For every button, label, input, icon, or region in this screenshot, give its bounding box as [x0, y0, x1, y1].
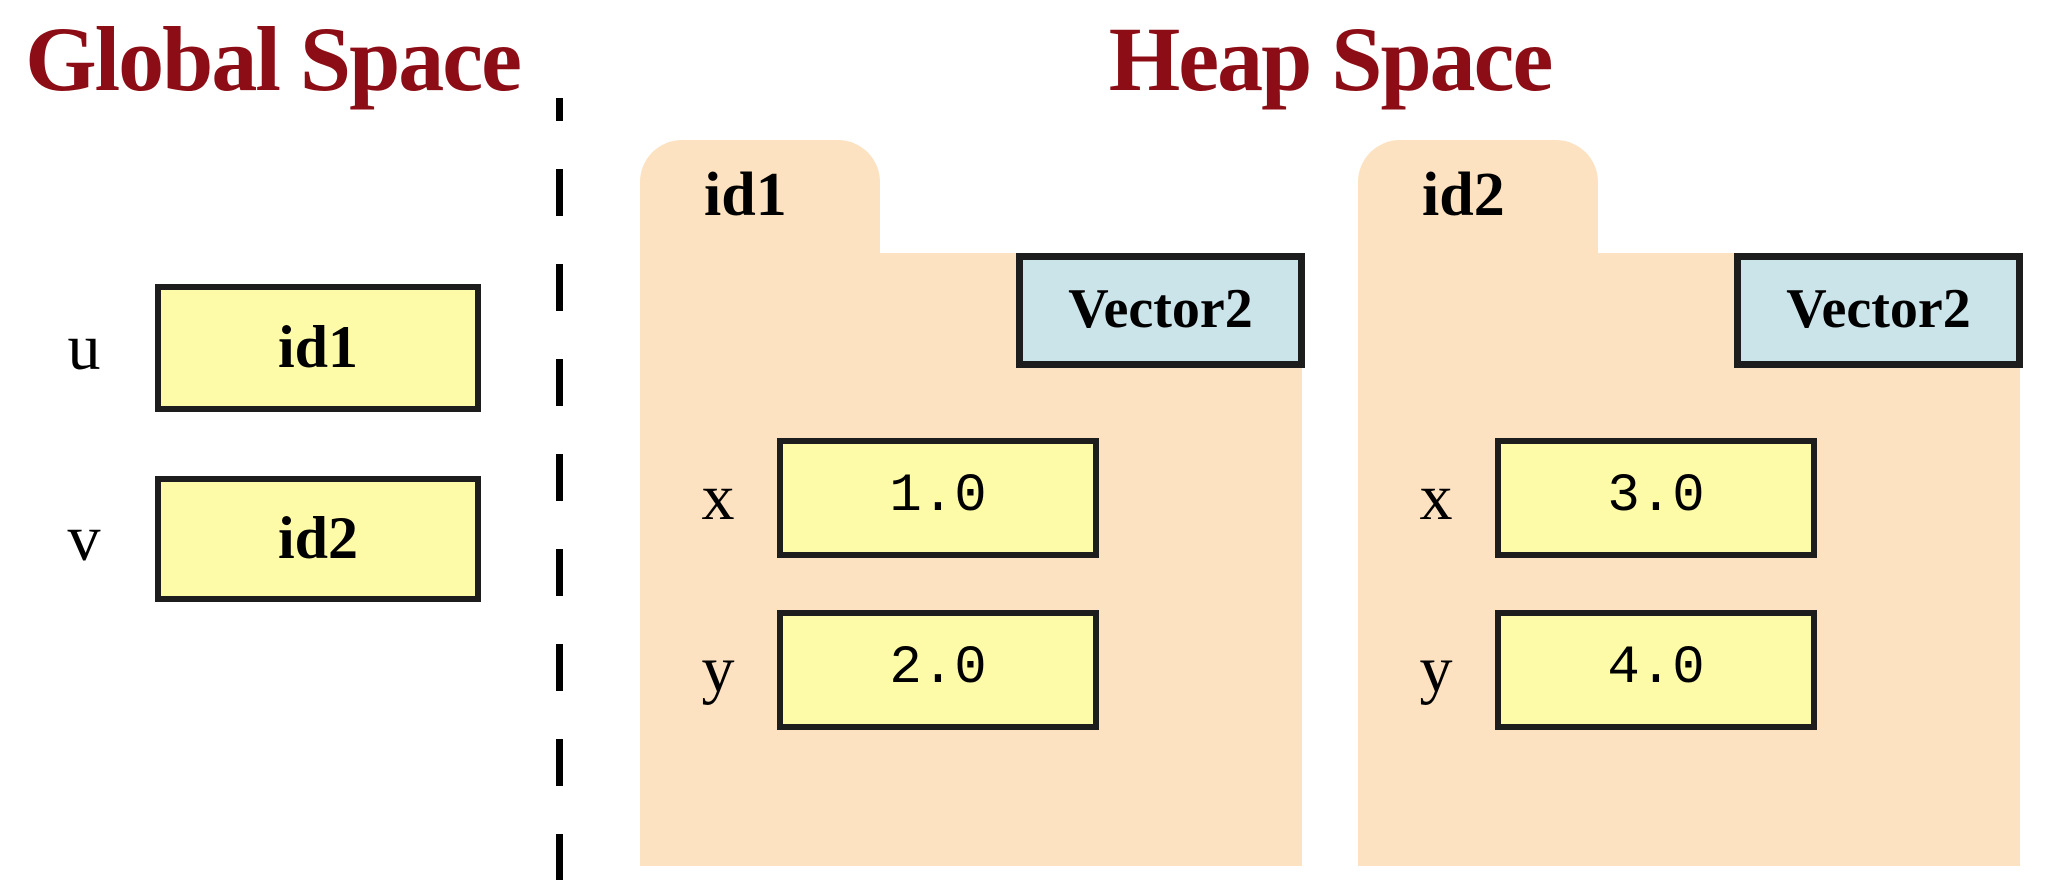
class-name-box: Vector2: [1734, 253, 2023, 368]
heap-object-folder: id2 Vector2 x 3.0 y 4.0: [1358, 140, 2023, 866]
field-value-box: 2.0: [777, 610, 1099, 730]
folder-tab: [1358, 140, 1598, 262]
field-name-label: y: [1419, 633, 1453, 706]
variable-name-label: v: [67, 502, 101, 575]
field-value-box: 4.0: [1495, 610, 1817, 730]
variable-value-box: id1: [155, 284, 481, 412]
space-divider-dashed-line: [556, 98, 563, 880]
field-name-label: x: [701, 461, 735, 534]
variable-value-box: id2: [155, 476, 481, 602]
folder-tab: [640, 140, 880, 262]
field-name-label: x: [1419, 461, 1453, 534]
global-space-title: Global Space: [25, 8, 522, 110]
object-id-label: id2: [1422, 161, 1505, 229]
class-name-box: Vector2: [1016, 253, 1305, 368]
field-value-box: 3.0: [1495, 438, 1817, 558]
field-name-label: y: [701, 633, 735, 706]
heap-space-title: Heap Space: [1108, 8, 1554, 110]
field-value-box: 1.0: [777, 438, 1099, 558]
variable-name-label: u: [67, 311, 101, 384]
object-id-label: id1: [704, 161, 787, 229]
heap-object-folder: id1 Vector2 x 1.0 y 2.0: [640, 140, 1305, 866]
